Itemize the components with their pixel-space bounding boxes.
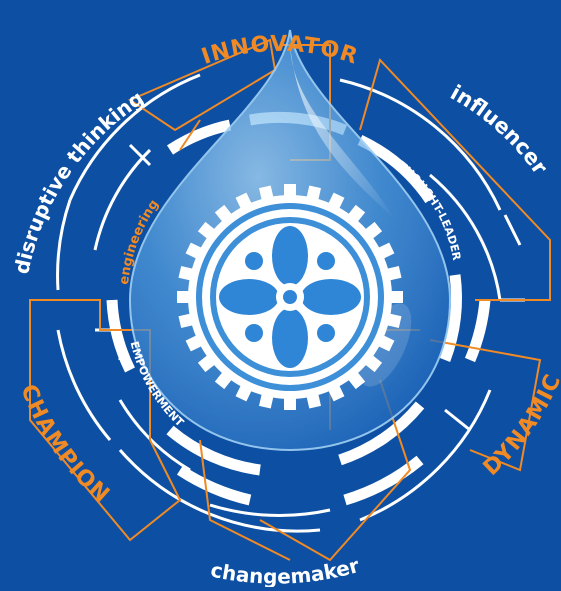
label-champion: CHAMPION	[15, 381, 114, 508]
fan-gear-icon	[177, 184, 403, 410]
label-influencer: influencer	[446, 80, 552, 179]
label-dynamic: DYNAMIC	[479, 370, 561, 481]
